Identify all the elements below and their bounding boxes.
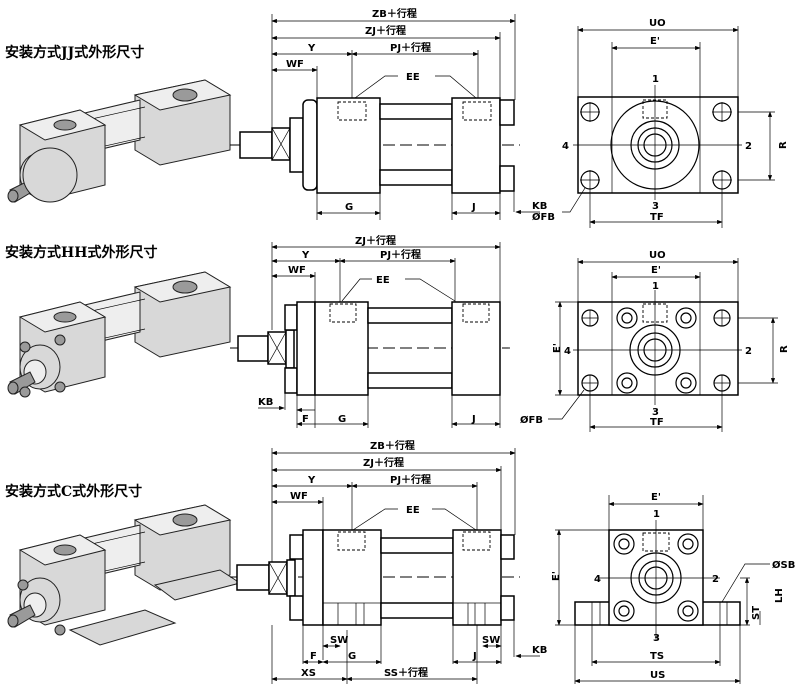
section-c: 安装方式C式外形尺寸 xyxy=(5,439,795,684)
dim-e1: E' xyxy=(651,265,661,276)
dim-tf: TF xyxy=(650,417,664,428)
dim-wf: WF xyxy=(290,491,308,502)
section-jj: 安装方式JJ式外形尺寸 xyxy=(5,7,789,228)
section-title: 安装方式HH式外形尺寸 xyxy=(5,244,157,261)
port-1: 1 xyxy=(652,281,659,292)
dim-ee: EE xyxy=(376,275,390,286)
dim-uo: UO xyxy=(649,250,666,261)
dim-zb: ZB＋行程 xyxy=(370,439,415,452)
dim-j: J xyxy=(471,202,476,213)
dim-ee: EE xyxy=(406,72,420,83)
port-4: 4 xyxy=(564,346,571,357)
dim-r: R xyxy=(779,345,790,353)
dim-wf: WF xyxy=(286,59,304,70)
dim-r: R xyxy=(778,141,789,149)
dim-pj: PJ＋行程 xyxy=(390,41,431,54)
dim-j: J xyxy=(472,651,477,662)
dim-fb: ØFB xyxy=(520,414,543,426)
port-3: 3 xyxy=(653,633,660,644)
mounting-holes xyxy=(581,309,731,392)
dim-xs: XS xyxy=(301,668,316,679)
port-3: 3 xyxy=(652,407,659,418)
section-hh: 安装方式HH式外形尺寸 xyxy=(5,234,790,432)
isometric-view-jj xyxy=(7,79,231,203)
dim-zb: ZB＋行程 xyxy=(372,7,417,20)
mounting-holes xyxy=(580,102,732,190)
dim-e: E' xyxy=(551,571,562,581)
front-view-c: E' E' 1 2 3 4 ØSB LH ST TS US xyxy=(551,492,795,684)
port-1: 1 xyxy=(653,509,660,520)
dim-tf: TF xyxy=(650,212,664,223)
isometric-view-hh xyxy=(7,271,231,398)
dim-y: Y xyxy=(307,475,316,486)
port-3: 3 xyxy=(652,201,659,212)
tie-rod-nuts xyxy=(613,533,699,622)
dim-kb: KB xyxy=(532,201,547,212)
dim-g: G xyxy=(345,202,353,213)
dim-e1: E' xyxy=(650,36,660,47)
dim-uo: UO xyxy=(649,18,666,29)
dim-ee: EE xyxy=(406,505,420,516)
dim-j: J xyxy=(471,414,476,425)
dim-pj: PJ＋行程 xyxy=(380,248,421,261)
dim-kb: KB xyxy=(258,397,273,408)
side-view-c: ZB＋行程 ZJ＋行程 Y PJ＋行程 WF EE SW SW F G J KB… xyxy=(230,439,547,684)
dim-f: F xyxy=(310,651,317,662)
section-title: 安装方式C式外形尺寸 xyxy=(5,483,142,500)
section-title: 安装方式JJ式外形尺寸 xyxy=(5,44,144,61)
dim-wf: WF xyxy=(288,265,306,276)
dim-zj: ZJ＋行程 xyxy=(365,24,406,37)
dim-kb: KB xyxy=(532,645,547,656)
dim-lh: LH xyxy=(774,588,785,603)
isometric-view-c xyxy=(7,504,242,646)
dim-g: G xyxy=(348,651,356,662)
dim-zj: ZJ＋行程 xyxy=(363,456,404,469)
dim-ts: TS xyxy=(650,651,664,662)
dim-zj: ZJ＋行程 xyxy=(355,234,396,247)
tie-rod-nuts xyxy=(616,307,697,394)
dim-fb: ØFB xyxy=(532,211,555,223)
dim-ss: SS＋行程 xyxy=(384,666,428,679)
dim-st: ST xyxy=(751,606,762,620)
dim-pj: PJ＋行程 xyxy=(390,473,431,486)
dim-e: E' xyxy=(552,343,563,353)
port-1: 1 xyxy=(652,74,659,85)
port-2: 2 xyxy=(745,141,752,152)
dim-sb: ØSB xyxy=(772,559,795,571)
dim-sw: SW xyxy=(330,635,348,646)
front-view-jj: UO E' 1 2 3 4 R TF xyxy=(562,18,789,228)
front-view-hh: UO E' E' 1 2 3 4 R ØFB TF xyxy=(520,250,790,432)
port-2: 2 xyxy=(712,574,719,585)
dim-f: F xyxy=(302,414,309,425)
dim-e1: E' xyxy=(651,492,661,503)
port-4: 4 xyxy=(562,141,569,152)
port-2: 2 xyxy=(745,346,752,357)
dim-y: Y xyxy=(307,43,316,54)
dim-sw-rear: SW xyxy=(482,635,500,646)
dim-us: US xyxy=(650,670,665,681)
dim-y: Y xyxy=(301,250,310,261)
dim-g: G xyxy=(338,414,346,425)
side-view-hh: ZJ＋行程 Y PJ＋行程 WF EE KB F G J xyxy=(230,234,510,428)
port-4: 4 xyxy=(594,574,601,585)
side-view-jj: ZB＋行程 ZJ＋行程 Y PJ＋行程 WF EE G J KB ØFB xyxy=(230,7,555,223)
